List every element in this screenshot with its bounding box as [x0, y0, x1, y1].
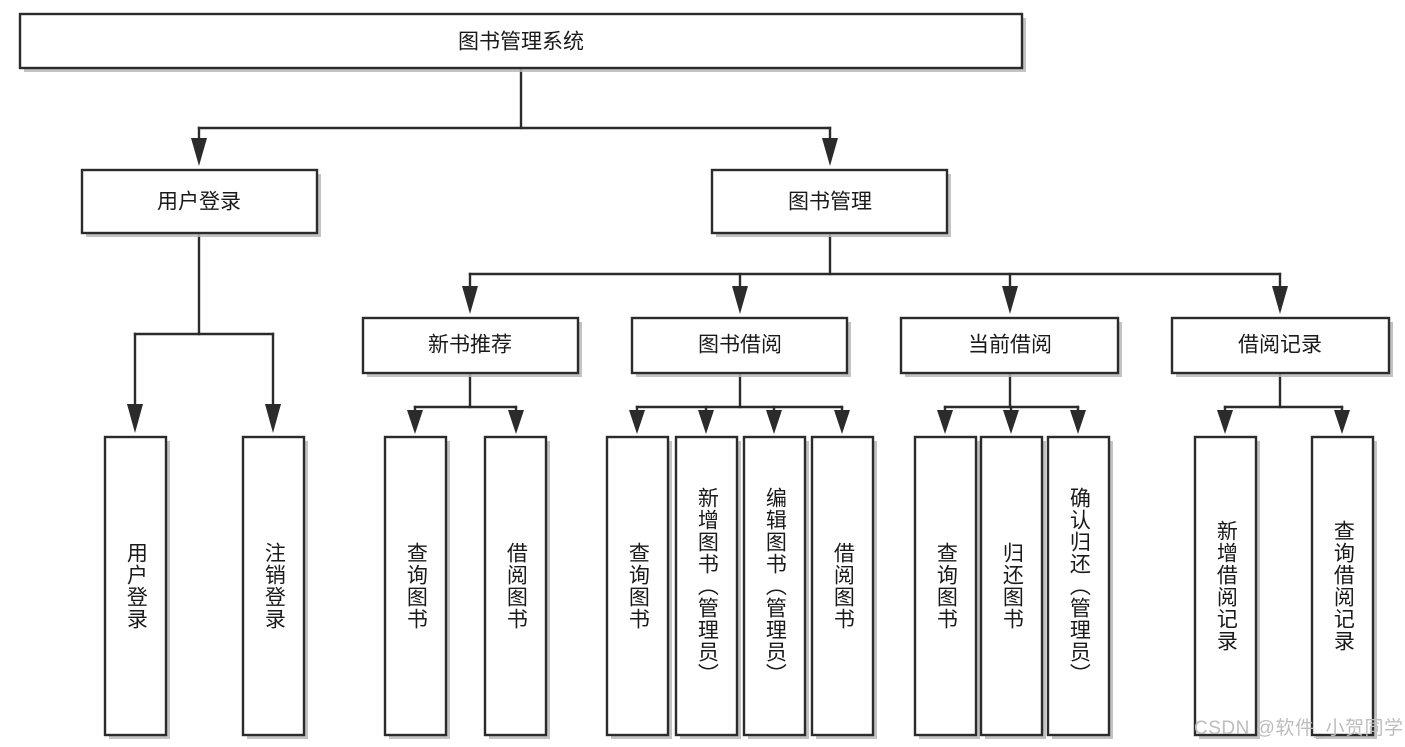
arrow-head-current-borrow [1002, 286, 1018, 314]
user-login-node-box[interactable] [80, 168, 319, 235]
leaf-confirm-return-box[interactable] [1046, 435, 1111, 737]
arrow-head-new-book-recommend [462, 286, 478, 314]
user-login-node-label: 用户登录 [157, 191, 241, 214]
current-borrow-node-box[interactable] [899, 316, 1120, 375]
root-node-label: 图书管理系统 [458, 31, 584, 54]
leaf-return-book-box[interactable] [979, 435, 1044, 737]
leaf-add-book-box[interactable] [674, 435, 739, 737]
arrow-head-borrow-record [1272, 286, 1288, 314]
arrow-head-leaf-logout [265, 404, 281, 433]
arrow-head-leaf-user-login [127, 404, 143, 433]
node-layer: 图书管理系统 用户登录 图书管理 新书推荐 图书借阅 当前借阅 借阅记录 [18, 12, 1393, 739]
leaf-user-login-box[interactable] [103, 435, 168, 737]
arrow-head-leaf-borrow-book-1 [508, 410, 524, 434]
arrow-head-leaf-add-book [698, 410, 714, 434]
leaf-query-book-2-box[interactable] [605, 435, 670, 737]
book-manage-node-box[interactable] [710, 168, 949, 235]
arrow-head-leaf-add-record [1217, 410, 1233, 434]
leaf-logout-box[interactable] [241, 435, 306, 737]
book-manage-node-label: 图书管理 [788, 191, 872, 214]
arrow-head-leaf-edit-book [766, 410, 782, 434]
arrow-head-leaf-query-book-2 [629, 410, 645, 434]
arrow-head-book-manage [822, 138, 838, 166]
arrow-head-book-borrow [732, 286, 748, 314]
borrow-record-node-label: 借阅记录 [1238, 334, 1322, 357]
arrow-head-user-login [191, 138, 207, 166]
arrow-head-leaf-return-book [1003, 410, 1019, 434]
csdn-watermark: CSDN @软件_小贺同学 [1194, 718, 1404, 739]
arrow-head-leaf-query-book-3 [937, 410, 953, 434]
borrow-record-node-box[interactable] [1170, 316, 1391, 375]
arrow-head-leaf-confirm-return [1070, 410, 1086, 434]
new-book-recommend-node-label: 新书推荐 [428, 334, 512, 357]
root-node-box[interactable] [18, 12, 1024, 70]
connector-layer [127, 66, 1350, 434]
current-borrow-node-label: 当前借阅 [968, 334, 1052, 357]
book-borrow-node-box[interactable] [630, 316, 849, 375]
leaf-query-book-1-box[interactable] [383, 435, 448, 737]
leaf-query-book-3-box[interactable] [913, 435, 978, 737]
arrow-head-leaf-query-record [1334, 410, 1350, 434]
arrow-head-leaf-borrow-book-2 [834, 410, 850, 434]
new-book-recommend-node-box[interactable] [361, 316, 580, 375]
leaf-add-record-box[interactable] [1193, 435, 1258, 737]
leaf-borrow-book-1-box[interactable] [483, 435, 548, 737]
leaf-query-record-box[interactable] [1310, 435, 1375, 737]
leaf-borrow-book-2-box[interactable] [810, 435, 875, 737]
book-borrow-node-label: 图书借阅 [698, 334, 782, 357]
leaf-edit-book-box[interactable] [742, 435, 807, 737]
arrow-head-leaf-query-book-1 [407, 410, 423, 434]
